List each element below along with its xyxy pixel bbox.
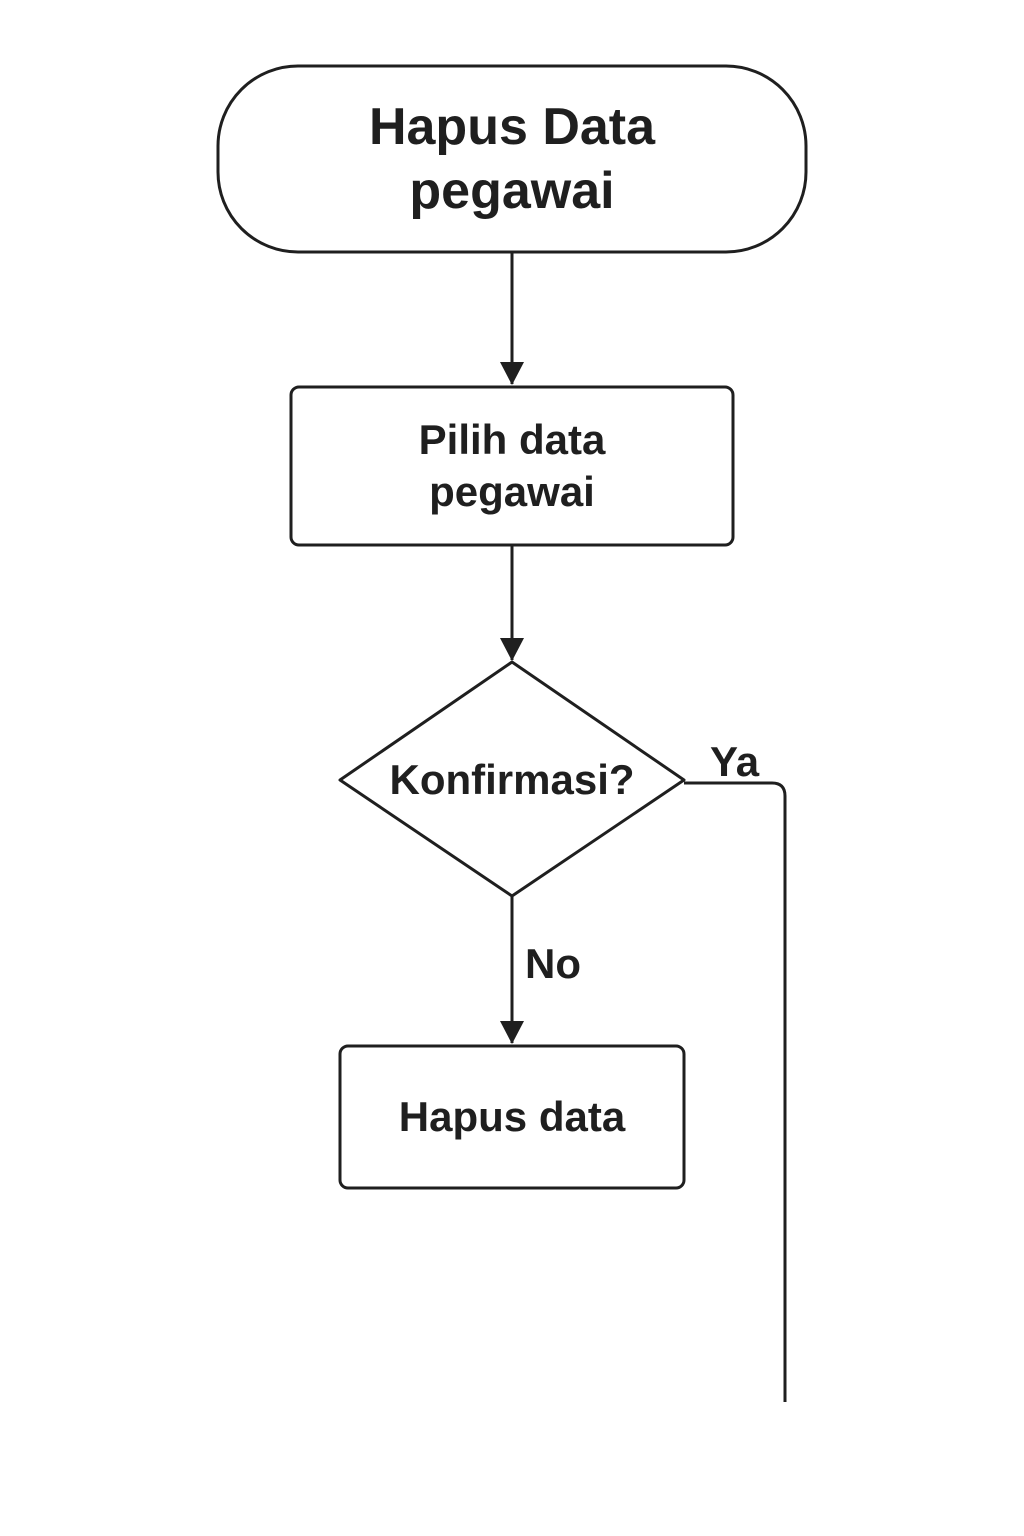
- start-label-line1: Hapus Data: [368, 98, 656, 156]
- decision-label-text: Konfirmasi?: [389, 756, 635, 803]
- select-step-label: Pilih data pegawai: [291, 387, 733, 545]
- start-terminal-label: Hapus Data pegawai: [218, 66, 806, 252]
- delete-step-shape: [338, 1044, 686, 1190]
- yes-branch-line: [684, 781, 787, 1402]
- select-label-line2: pegawai: [429, 468, 595, 515]
- arrowhead-start-to-select: [500, 362, 524, 385]
- no-edge-label: No: [525, 940, 581, 987]
- decision-label: Konfirmasi?: [342, 720, 682, 840]
- arrowhead-decision-to-delete: [500, 1021, 524, 1044]
- delete-label-text: Hapus data: [398, 1093, 626, 1140]
- delete-step-label: Hapus data: [340, 1046, 684, 1188]
- select-label-line1: Pilih data: [418, 416, 606, 463]
- yes-edge-label: Ya: [710, 738, 760, 785]
- arrowhead-select-to-decision: [500, 638, 524, 661]
- start-label-line2: pegawai: [409, 162, 615, 220]
